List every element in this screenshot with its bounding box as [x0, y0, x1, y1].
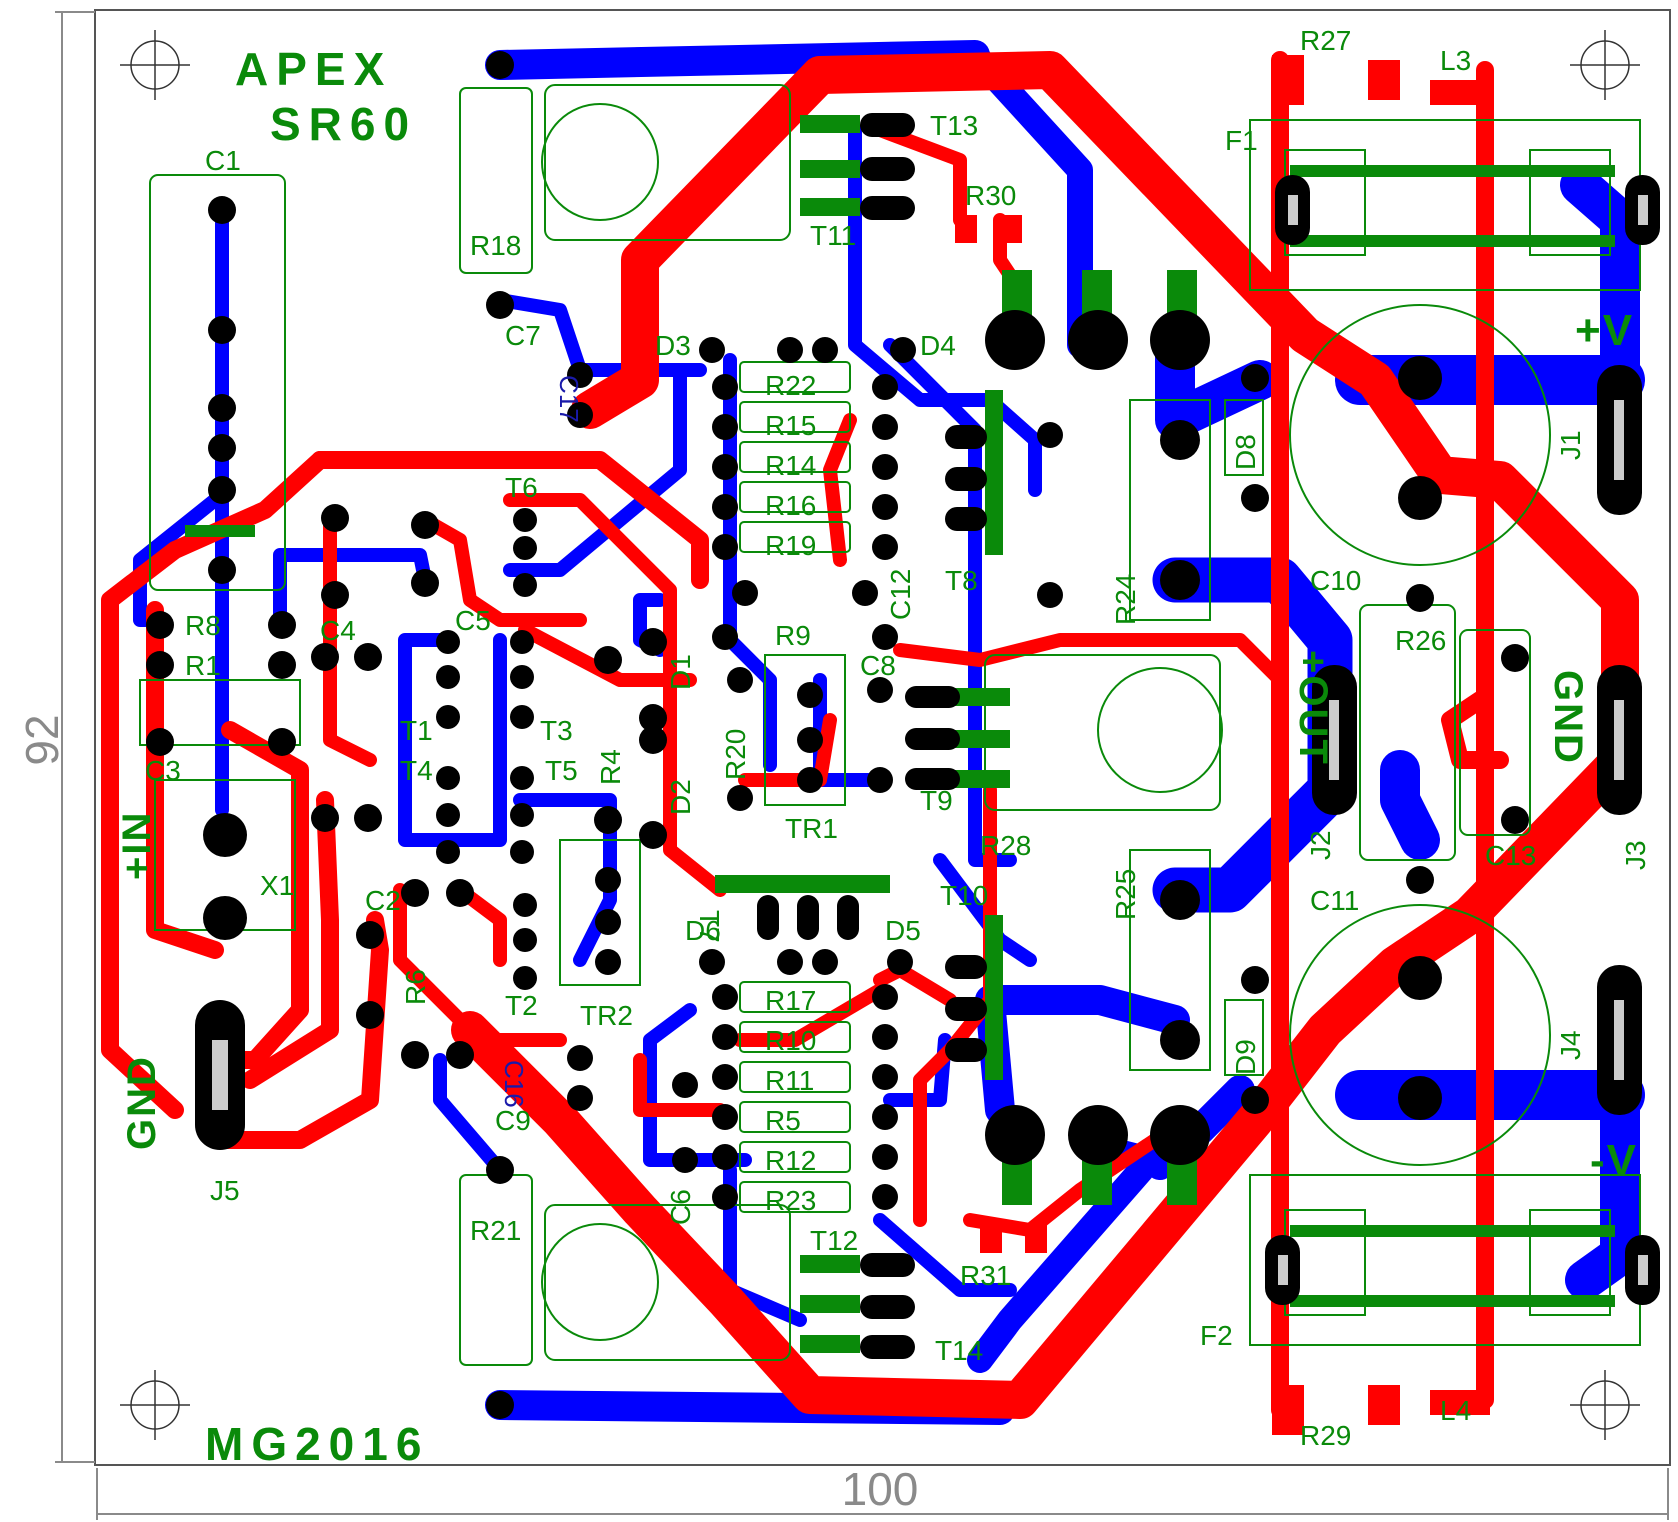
svg-text:C5: C5 [455, 605, 491, 636]
svg-text:T7: T7 [694, 910, 725, 943]
svg-text:R24: R24 [1110, 574, 1141, 625]
mounting-hole-icon [120, 30, 1640, 1440]
component-designators: C1 R8 R1 C3 C4 C5 T6 T1 T3 T4 T5 T2 TR2 … [145, 25, 1536, 1451]
svg-text:F2: F2 [1200, 1320, 1233, 1351]
svg-text:D9: D9 [1230, 1039, 1261, 1075]
svg-text:R19: R19 [765, 530, 816, 561]
pad-drill-marks [212, 195, 1648, 1285]
svg-text:C2: C2 [365, 885, 401, 916]
top-copper-traces [101, 51, 1639, 1419]
svg-text:D6: D6 [685, 915, 721, 946]
board-author: MG2016 [205, 1418, 429, 1470]
svg-text:T8: T8 [945, 565, 978, 596]
svg-text:TR1: TR1 [785, 813, 838, 844]
svg-text:T5: T5 [545, 755, 578, 786]
svg-text:D8: D8 [1230, 434, 1261, 470]
svg-text:D2: D2 [665, 779, 696, 815]
svg-text:-V: -V [1590, 1136, 1638, 1185]
board-title-line2: SR60 [270, 98, 417, 150]
svg-text:R5: R5 [765, 1105, 801, 1136]
svg-text:R29: R29 [1300, 1420, 1351, 1451]
svg-text:R16: R16 [765, 490, 816, 521]
svg-text:R20: R20 [720, 729, 751, 780]
svg-text:C17: C17 [554, 375, 584, 423]
dimension-width [96, 1468, 1669, 1520]
svg-text:R22: R22 [765, 370, 816, 401]
svg-text:R4: R4 [595, 749, 626, 785]
svg-text:J3: J3 [1620, 840, 1651, 870]
svg-text:T3: T3 [540, 715, 573, 746]
svg-text:R25: R25 [1110, 869, 1141, 920]
dimension-height [55, 11, 95, 1463]
svg-text:R9: R9 [775, 620, 811, 651]
svg-text:R11: R11 [765, 1065, 814, 1096]
svg-text:R15: R15 [765, 410, 816, 441]
svg-text:R30: R30 [965, 180, 1016, 211]
svg-text:J4: J4 [1555, 1030, 1586, 1060]
svg-text:C11: C11 [1310, 885, 1359, 916]
svg-text:T4: T4 [400, 755, 433, 786]
through-hole-pads [146, 51, 1660, 1419]
svg-text:R6: R6 [400, 969, 431, 1005]
svg-text:GND: GND [120, 1055, 164, 1150]
connector-labels: +IN GND +OUT GND +V -V [115, 306, 1638, 1185]
svg-text:T2: T2 [505, 990, 538, 1021]
svg-text:T14: T14 [935, 1335, 983, 1366]
svg-text:T1: T1 [400, 715, 433, 746]
dimension-height-label: 92 [16, 714, 68, 765]
dimension-width-label: 100 [842, 1463, 919, 1515]
svg-text:D5: D5 [885, 915, 921, 946]
board-title-line1: APEX [235, 43, 392, 95]
svg-text:R12: R12 [765, 1145, 816, 1176]
svg-text:C9: C9 [495, 1105, 531, 1136]
svg-text:C16: C16 [499, 1060, 529, 1108]
svg-text:D1: D1 [665, 654, 696, 690]
svg-text:C3: C3 [145, 755, 181, 786]
svg-text:R31: R31 [960, 1260, 1011, 1291]
svg-text:R18: R18 [470, 230, 521, 261]
svg-text:C12: C12 [885, 569, 916, 620]
svg-text:C10: C10 [1310, 565, 1361, 596]
svg-text:R21: R21 [470, 1215, 521, 1246]
svg-text:R17: R17 [765, 985, 816, 1016]
svg-text:L4: L4 [1440, 1395, 1471, 1426]
svg-text:X1: X1 [260, 870, 294, 901]
svg-text:R1: R1 [185, 650, 221, 681]
svg-text:L3: L3 [1440, 45, 1471, 76]
svg-text:T6: T6 [505, 472, 538, 503]
svg-text:C13: C13 [1485, 840, 1536, 871]
svg-text:D3: D3 [655, 330, 691, 361]
svg-text:R10: R10 [765, 1025, 816, 1056]
svg-text:J1: J1 [1555, 430, 1586, 460]
svg-text:R23: R23 [765, 1185, 816, 1216]
svg-text:J2: J2 [1305, 830, 1336, 860]
svg-text:T10: T10 [940, 880, 988, 911]
svg-text:C6: C6 [665, 1189, 696, 1225]
svg-text:C7: C7 [505, 320, 541, 351]
svg-text:F1: F1 [1225, 125, 1258, 156]
svg-text:C4: C4 [320, 615, 356, 646]
svg-text:T11: T11 [810, 220, 856, 251]
svg-text:TR2: TR2 [580, 1000, 633, 1031]
svg-text:R26: R26 [1395, 625, 1446, 656]
svg-text:R27: R27 [1300, 25, 1351, 56]
svg-text:C1: C1 [205, 145, 241, 176]
svg-text:T9: T9 [920, 785, 953, 816]
svg-text:+OUT: +OUT [1291, 650, 1335, 766]
svg-text:+V: +V [1575, 306, 1634, 355]
svg-text:T12: T12 [810, 1225, 858, 1256]
svg-text:T13: T13 [930, 110, 978, 141]
svg-text:GND: GND [1546, 670, 1590, 765]
rotated-designators: R4 D1 D2 R6 R20 C12 R24 R25 D8 D9 C6 T7 … [400, 430, 1651, 1225]
svg-text:R28: R28 [980, 830, 1031, 861]
svg-text:J5: J5 [210, 1175, 240, 1206]
svg-text:R14: R14 [765, 450, 816, 481]
svg-text:D4: D4 [920, 330, 956, 361]
svg-text:R8: R8 [185, 610, 221, 641]
smd-pads [955, 55, 1490, 1435]
svg-text:+IN: +IN [115, 811, 159, 880]
svg-text:C8: C8 [860, 650, 896, 681]
